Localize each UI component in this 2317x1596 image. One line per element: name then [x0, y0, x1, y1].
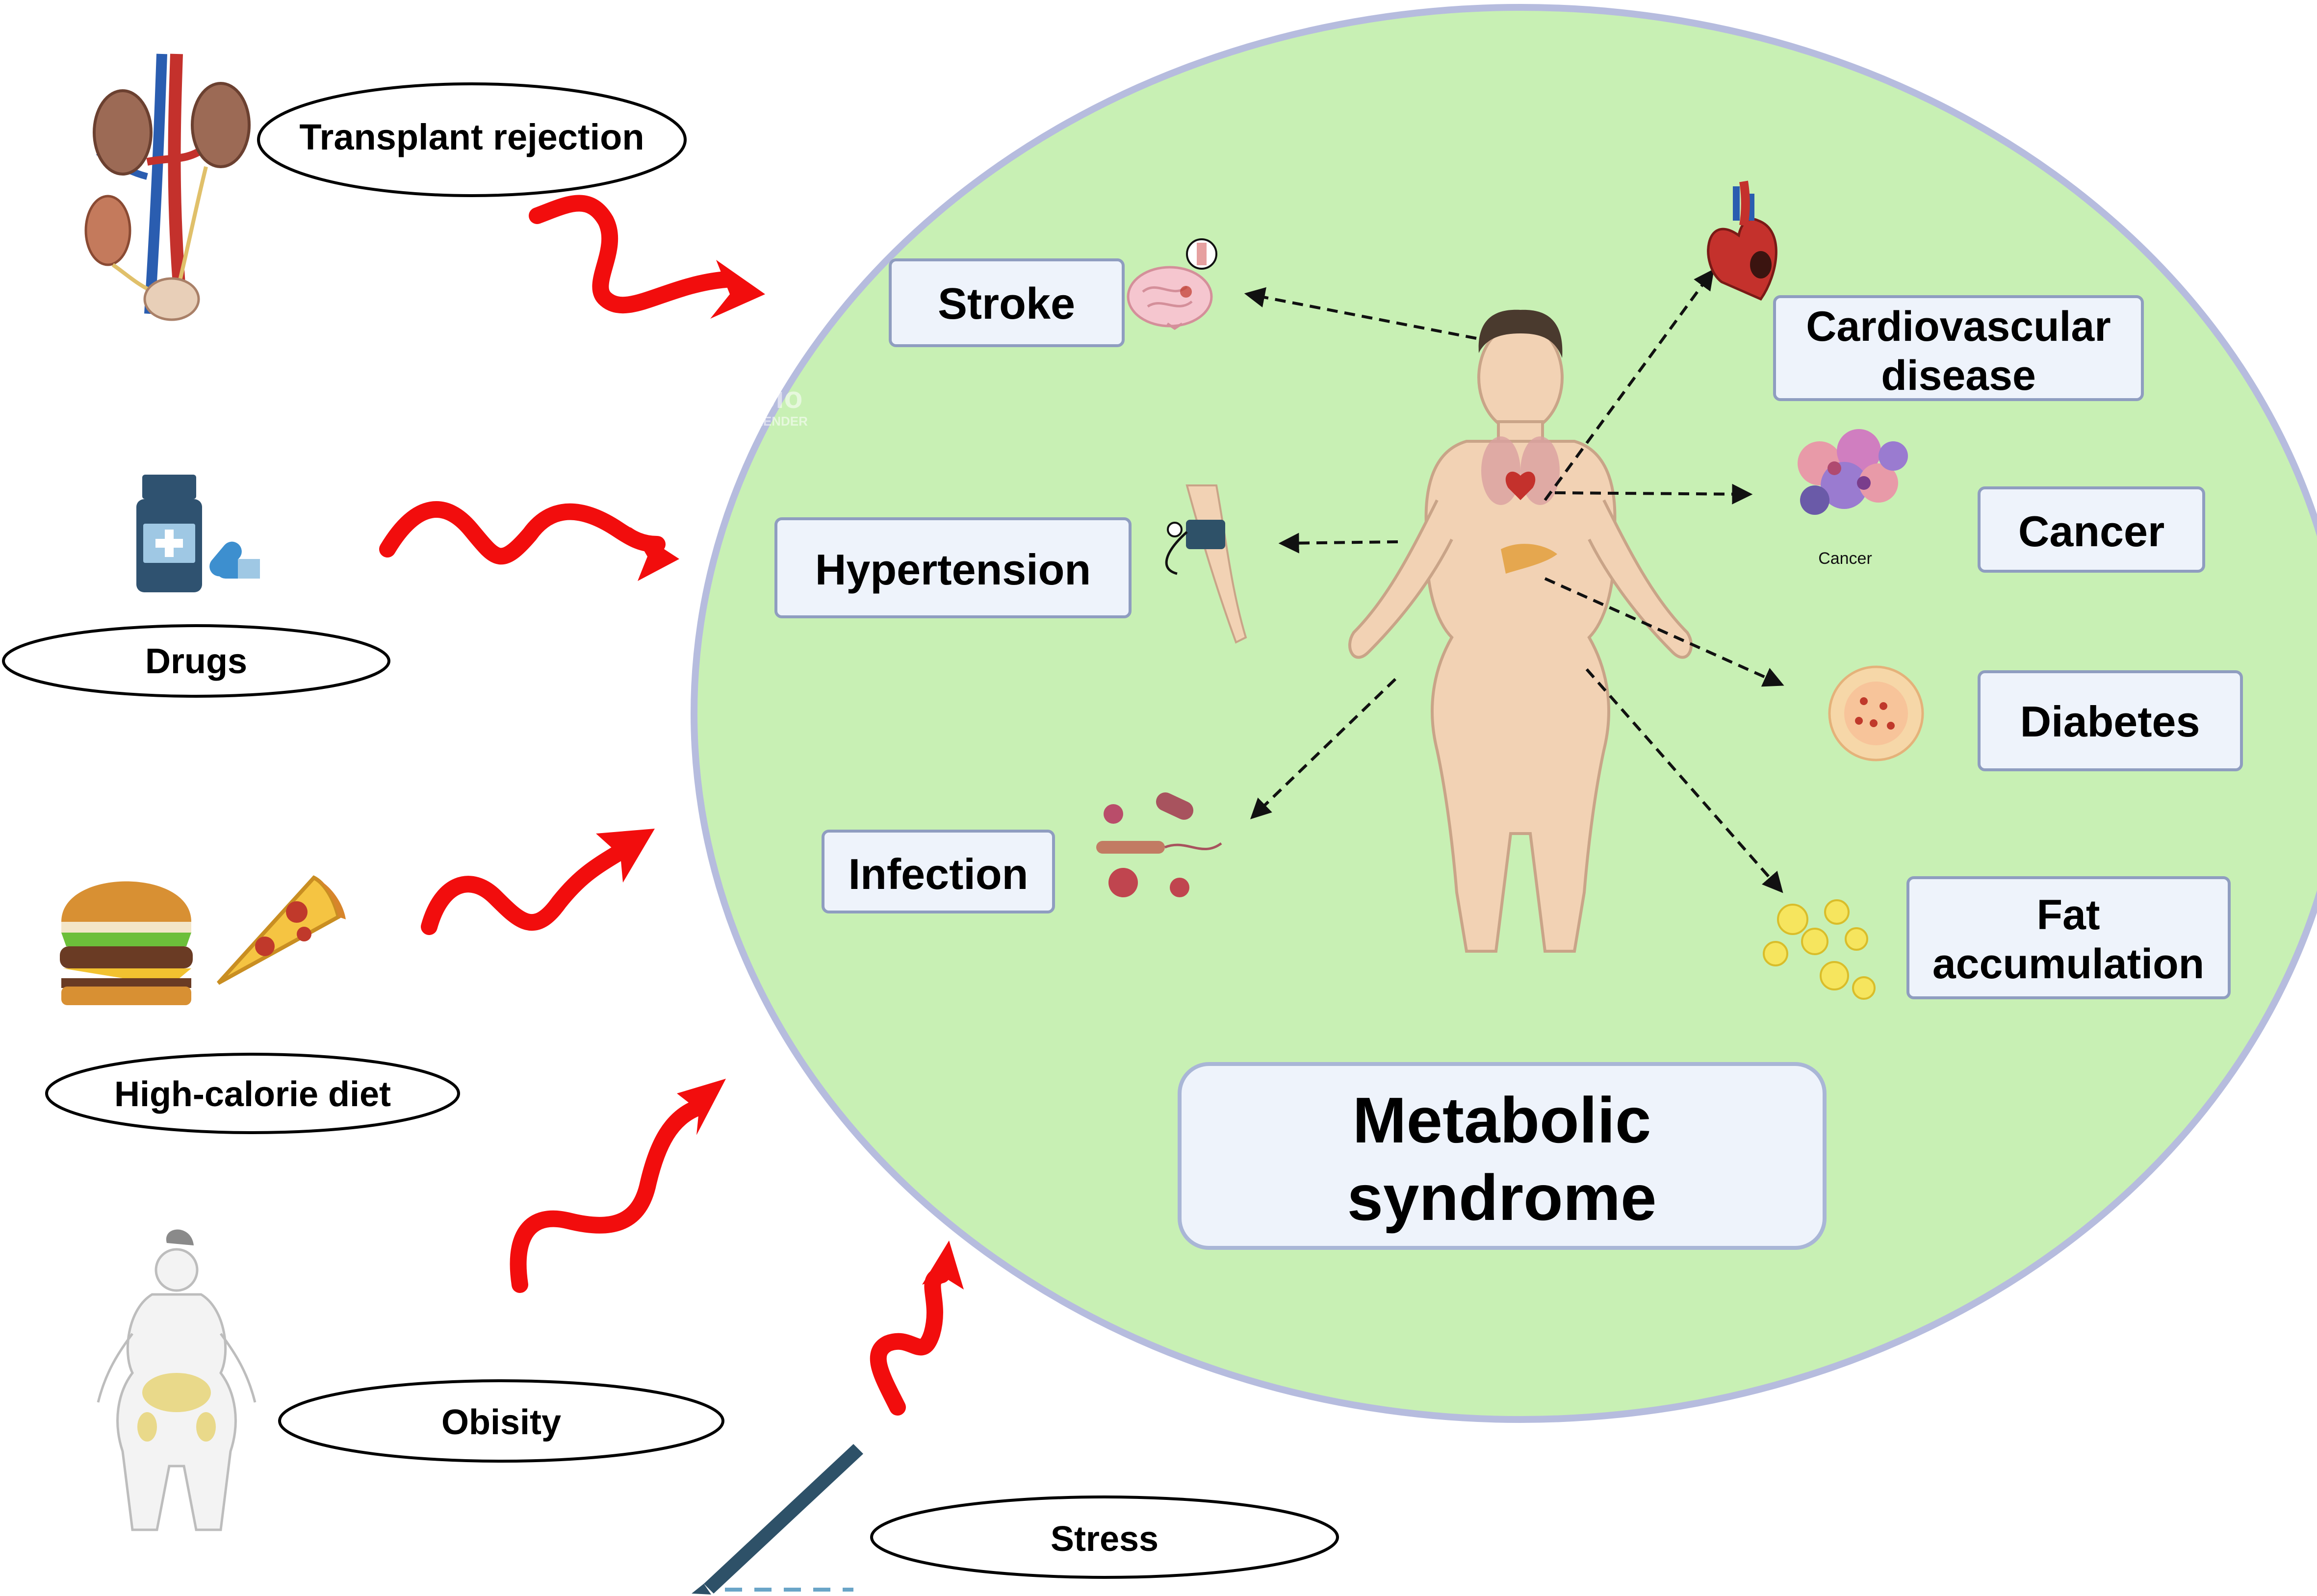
outcome-label-line2: disease [1881, 352, 2036, 399]
brain-icon [1127, 238, 1217, 330]
watermark: bio RENDER [754, 381, 808, 429]
outcome-label: Cancer [2018, 507, 2164, 556]
cause-arrowhead-drugs [630, 527, 679, 581]
cause-label: Transplant rejection [299, 117, 644, 157]
cause-drugs: Drugs [2, 624, 390, 698]
cause-arrow-obesity [510, 1100, 705, 1293]
cancer-caption: Cancer [1818, 549, 1872, 568]
cause-transplant-rejection: Transplant rejection [257, 82, 687, 197]
outcome-label-line2: accumulation [1932, 940, 2204, 988]
dashed-arrows [1244, 269, 1784, 893]
body-organs [1481, 436, 1560, 574]
pill-bottle-icon [136, 475, 260, 592]
outcome-stroke: Stroke [889, 258, 1125, 347]
watermark-bio: bio [757, 381, 803, 415]
outcome-label: Diabetes [2020, 697, 2200, 746]
cause-arrowhead-obesity [677, 1079, 726, 1135]
kidneys-icon [84, 53, 251, 321]
burger-icon [60, 881, 193, 1005]
cause-arrowhead-transplant [710, 260, 765, 319]
outcome-label: Stroke [938, 279, 1075, 329]
outcome-infection: Infection [822, 830, 1055, 913]
cause-obesity: Obisity [278, 1379, 724, 1463]
bacteria-icon [1096, 792, 1222, 897]
cause-stress: Stress [870, 1495, 1339, 1579]
watermark-render: RENDER [754, 414, 808, 429]
fat-droplets-icon [1763, 899, 1876, 1000]
outcome-hypertension: Hypertension [774, 517, 1132, 618]
cause-label: High-calorie diet [114, 1075, 391, 1114]
cause-arrowhead-stress [922, 1241, 964, 1290]
center-line1: Metabolic [1353, 1084, 1651, 1156]
outcome-fat-accumulation: Fat accumulation [1906, 876, 2231, 999]
pancreatic-islet-icon [1828, 665, 1924, 761]
cause-arrow-diet [421, 845, 626, 935]
blood-pressure-cuff-icon [1165, 484, 1247, 644]
center-line2: syndrome [1347, 1162, 1657, 1234]
cause-arrowhead-diet [596, 829, 655, 883]
human-body-icon [1348, 322, 1693, 953]
cause-label: Drugs [145, 642, 247, 681]
outcome-diabetes: Diabetes [1978, 670, 2243, 771]
outcome-cardiovascular-disease: Cardiovascular disease [1773, 295, 2144, 401]
cause-arrow-drugs [379, 501, 666, 565]
obese-hair [166, 1229, 194, 1245]
cause-high-calorie-diet: High-calorie diet [45, 1053, 460, 1134]
cause-label: Obisity [441, 1403, 561, 1442]
outcome-label-line1: Cardiovascular [1806, 303, 2111, 350]
cause-arrow-transplant [529, 195, 734, 314]
obese-fat-dots [137, 1373, 216, 1442]
cause-arrow-stress [870, 1267, 950, 1416]
center-metabolic-syndrome: Metabolic syndrome [1178, 1062, 1827, 1250]
heart-icon [1707, 180, 1777, 301]
pizza-icon [217, 875, 346, 985]
outcome-label: Infection [849, 850, 1029, 898]
outcome-label-line1: Fat [2037, 891, 2100, 938]
outcome-cancer: Cancer [1978, 486, 2205, 573]
body-hair [1478, 309, 1563, 358]
cancer-cells-icon [1798, 429, 1908, 515]
scalpel-icon [692, 1444, 863, 1595]
cause-label: Stress [1051, 1520, 1158, 1559]
outcome-label: Hypertension [815, 545, 1091, 594]
